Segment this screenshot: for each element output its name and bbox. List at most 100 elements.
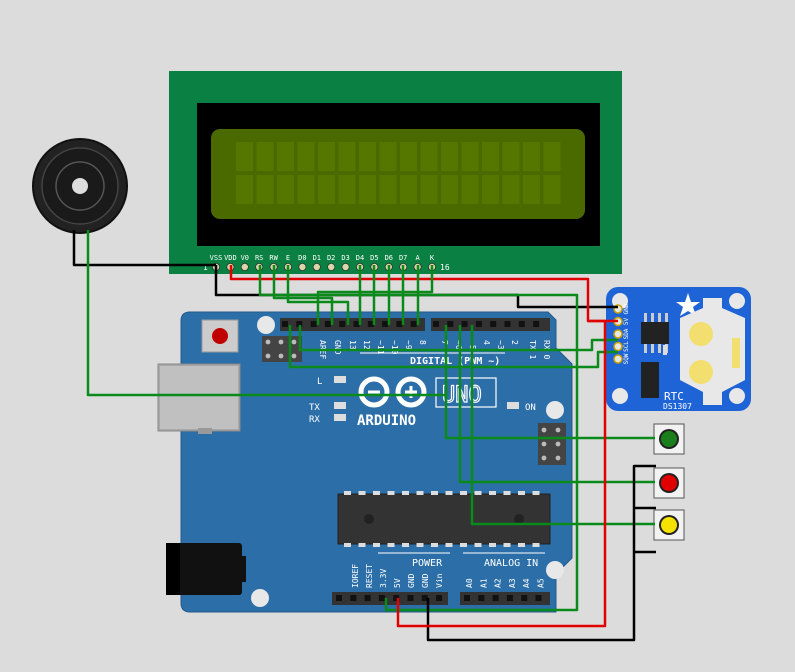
header-hole[interactable] xyxy=(353,321,360,327)
header-hole[interactable] xyxy=(378,595,385,601)
led-l-label: L xyxy=(317,377,322,387)
atmega-chip xyxy=(337,491,551,547)
lcd-pin[interactable] xyxy=(341,262,350,271)
header-hole[interactable] xyxy=(296,321,303,327)
header-hole[interactable] xyxy=(310,321,317,327)
lcd-pin-label: D0 xyxy=(298,254,306,262)
wire-lcd-rs[interactable] xyxy=(258,265,579,612)
digital-pin-label: ~10 xyxy=(390,340,399,355)
arduino-model: UNO xyxy=(442,383,482,408)
header-hole[interactable] xyxy=(461,321,468,327)
wire-buttons-gnd[interactable] xyxy=(426,464,656,642)
analog-pin-label: A2 xyxy=(494,578,503,588)
rtc-pin-label: SQW xyxy=(623,353,630,364)
header-hole[interactable] xyxy=(533,321,540,327)
header-hole[interactable] xyxy=(339,321,346,327)
wire-lcd-k[interactable] xyxy=(316,265,434,325)
rtc-pin[interactable] xyxy=(613,329,623,339)
digital-pin-label: 7 xyxy=(440,340,449,345)
header-hole[interactable] xyxy=(464,595,470,601)
header-hole[interactable] xyxy=(433,321,439,327)
header-hole[interactable] xyxy=(506,595,513,601)
header-hole[interactable] xyxy=(504,321,511,327)
push-buttons xyxy=(653,423,685,541)
header-hole[interactable] xyxy=(421,595,428,601)
power-header xyxy=(332,592,550,605)
wire-lcd-rw[interactable] xyxy=(272,265,334,325)
usb-port xyxy=(157,363,241,434)
led-tx: TX xyxy=(309,402,346,413)
header-hole[interactable] xyxy=(393,595,400,601)
wire-rtc-sda[interactable] xyxy=(298,325,618,352)
lcd-pin-label: D4 xyxy=(356,254,364,262)
header-hole[interactable] xyxy=(282,321,288,327)
rtc-chip: DS1307 xyxy=(663,402,692,411)
header-hole[interactable] xyxy=(535,595,542,601)
rtc-pin-label: SCL xyxy=(623,341,630,352)
wire-5v-rail[interactable] xyxy=(396,319,607,628)
uno-badge: UNO xyxy=(435,377,497,409)
lcd-pin[interactable] xyxy=(240,262,249,271)
header-hole[interactable] xyxy=(350,595,357,601)
digital-header xyxy=(280,318,550,331)
header-hole[interactable] xyxy=(490,321,497,327)
header-hole[interactable] xyxy=(336,595,342,601)
header-hole[interactable] xyxy=(364,595,371,601)
lcd-pin[interactable] xyxy=(327,262,336,271)
header-hole[interactable] xyxy=(518,321,525,327)
header-hole[interactable] xyxy=(447,321,454,327)
rtc-pin[interactable] xyxy=(613,341,623,352)
rtc-pin[interactable] xyxy=(613,354,623,364)
led-on-label: ON xyxy=(525,403,536,413)
lcd-pin[interactable] xyxy=(298,262,307,271)
yellow-button[interactable] xyxy=(653,509,685,541)
lcd-pin-label: D3 xyxy=(341,254,349,262)
digital-pin-label: ~3 xyxy=(496,340,505,350)
header-hole[interactable] xyxy=(407,595,414,601)
lcd-pin-label: D2 xyxy=(327,254,335,262)
lcd-pin[interactable] xyxy=(312,262,321,271)
power-pin-label: 3.3V xyxy=(379,569,388,588)
power-pin-label: Vin xyxy=(435,573,444,588)
power-pin-label: GND xyxy=(421,573,430,588)
lcd-pin-label: A xyxy=(415,254,420,262)
header-hole[interactable] xyxy=(475,321,482,327)
wire-button-yellow[interactable] xyxy=(470,325,655,526)
wires xyxy=(72,230,656,642)
red-button[interactable] xyxy=(653,467,685,499)
digital-pin-label: 2 xyxy=(510,340,519,345)
header-hole[interactable] xyxy=(382,321,389,327)
digital-pin-label: ~6 xyxy=(454,340,463,350)
wire-button-red[interactable] xyxy=(458,325,655,484)
wire-buzzer-signal[interactable] xyxy=(86,230,446,397)
wire-button-green[interactable] xyxy=(444,325,655,440)
analog-pin-label: A3 xyxy=(508,578,517,588)
reset-button[interactable] xyxy=(201,319,239,353)
digital-pin-label: ~11 xyxy=(376,340,385,355)
lcd-pin-label: V0 xyxy=(241,254,249,262)
header-hole[interactable] xyxy=(324,321,331,327)
analog-pin-label: A5 xyxy=(537,578,546,588)
power-pin-label: GND xyxy=(407,573,416,588)
header-hole[interactable] xyxy=(521,595,528,601)
header-hole[interactable] xyxy=(396,321,403,327)
lcd-pin-label: RS xyxy=(255,254,263,262)
green-button[interactable] xyxy=(653,423,685,455)
lcd-pin-label: E xyxy=(286,254,290,262)
wire-buzzer-gnd[interactable] xyxy=(72,230,216,267)
header-hole[interactable] xyxy=(367,321,374,327)
led-l: L xyxy=(317,376,346,387)
icsp-header-2 xyxy=(538,423,566,465)
buzzer[interactable] xyxy=(32,138,128,234)
header-hole[interactable] xyxy=(478,595,485,601)
icsp-header-1 xyxy=(262,336,302,362)
header-hole[interactable] xyxy=(492,595,499,601)
header-hole[interactable] xyxy=(410,321,417,327)
rtc-pin-label: SDA xyxy=(623,328,630,339)
lcd-pin-label: D7 xyxy=(399,254,407,262)
header-hole[interactable] xyxy=(436,595,443,601)
